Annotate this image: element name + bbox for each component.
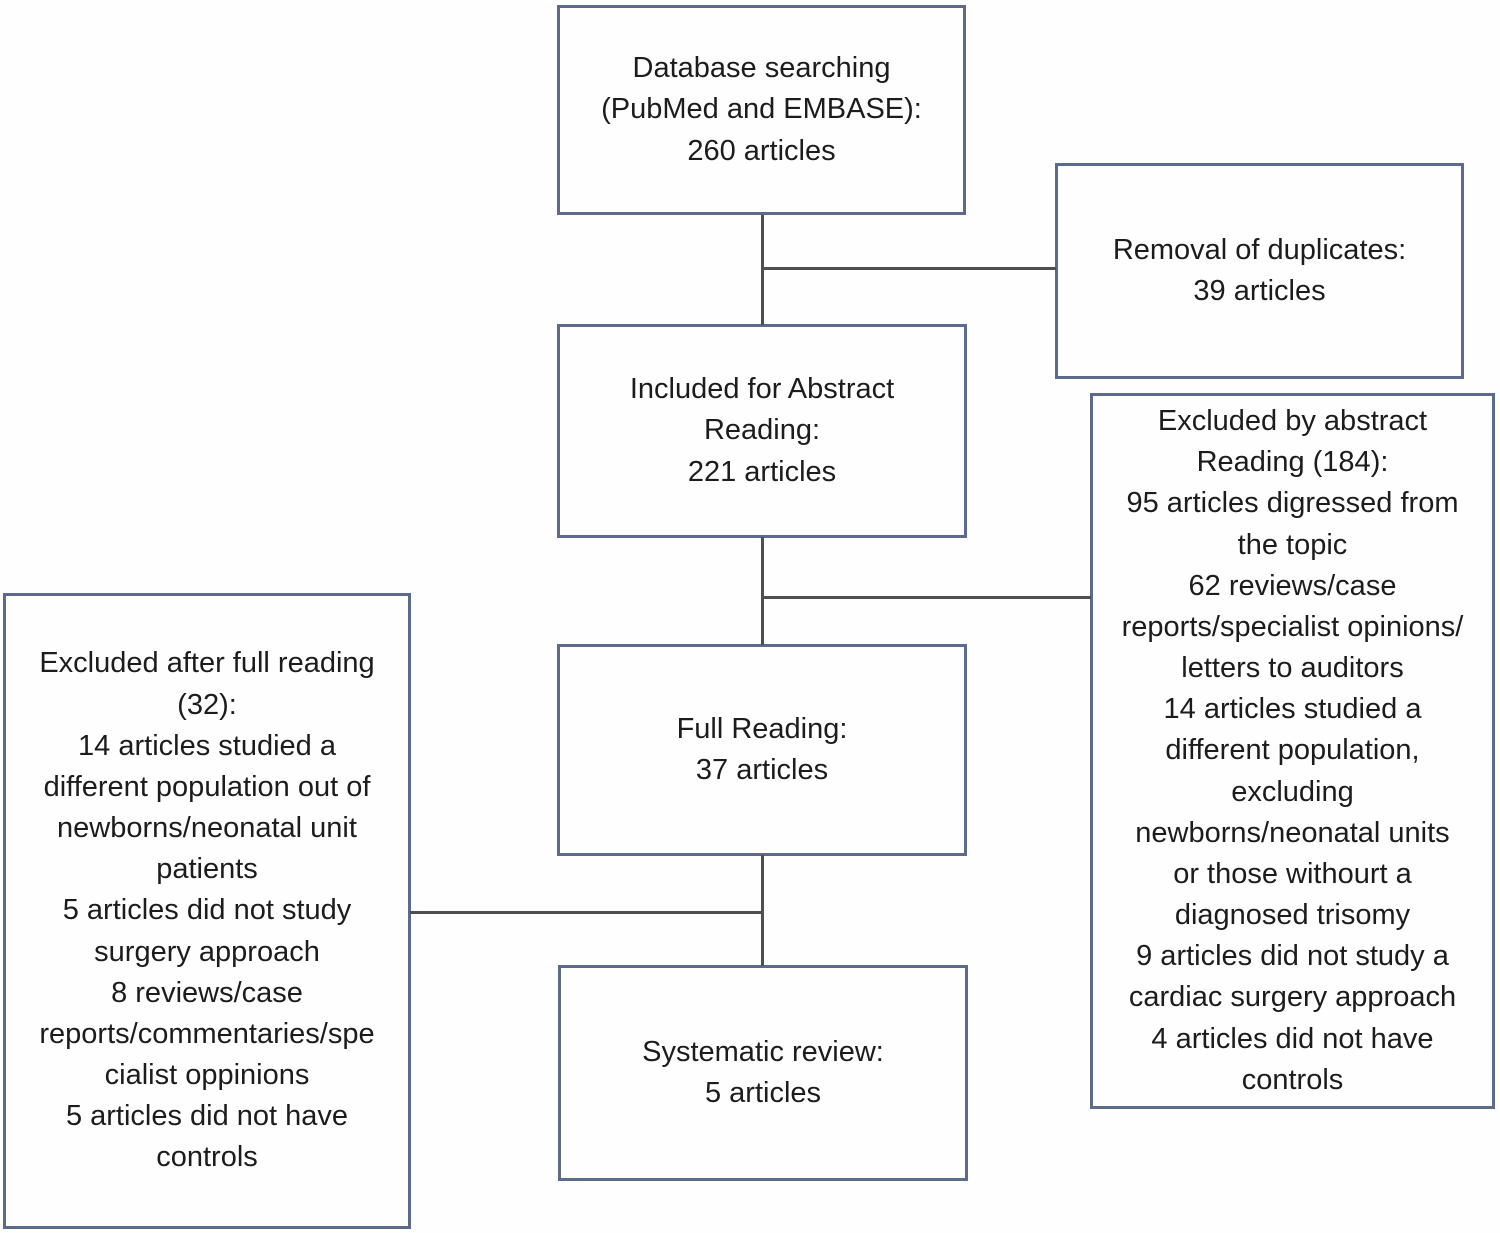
connector-to-removal-of-duplicates [761,267,1056,270]
connector-to-excluded-by-abstract [761,596,1091,599]
connector-included-to-full-reading [761,537,764,645]
excluded-by-abstract-box: Excluded by abstract Reading (184): 95 a… [1090,393,1495,1109]
removal-of-duplicates-box: Removal of duplicates: 39 articles [1055,163,1464,379]
excluded-by-abstract-text: Excluded by abstract Reading (184): 95 a… [1121,405,1464,1096]
systematic-review-box: Systematic review: 5 articles [558,965,968,1181]
connector-database-to-included [761,215,764,325]
included-abstract-reading-box: Included for Abstract Reading: 221 artic… [557,324,967,538]
removal-of-duplicates-text: Removal of duplicates: 39 articles [1112,233,1407,307]
full-reading-box: Full Reading: 37 articles [557,644,967,856]
excluded-after-full-reading-box: Excluded after full reading (32): 14 art… [3,593,411,1229]
connector-full-reading-to-systematic [761,855,764,966]
database-searching-text: Database searching (PubMed and EMBASE): … [601,52,922,167]
connector-to-excluded-after-full-reading [410,911,762,914]
database-searching-box: Database searching (PubMed and EMBASE): … [557,5,966,215]
systematic-review-text: Systematic review: 5 articles [642,1035,884,1109]
excluded-after-full-reading-text: Excluded after full reading (32): 14 art… [39,647,375,1174]
included-abstract-reading-text: Included for Abstract Reading: 221 artic… [629,373,895,488]
full-reading-text: Full Reading: 37 articles [676,712,848,786]
